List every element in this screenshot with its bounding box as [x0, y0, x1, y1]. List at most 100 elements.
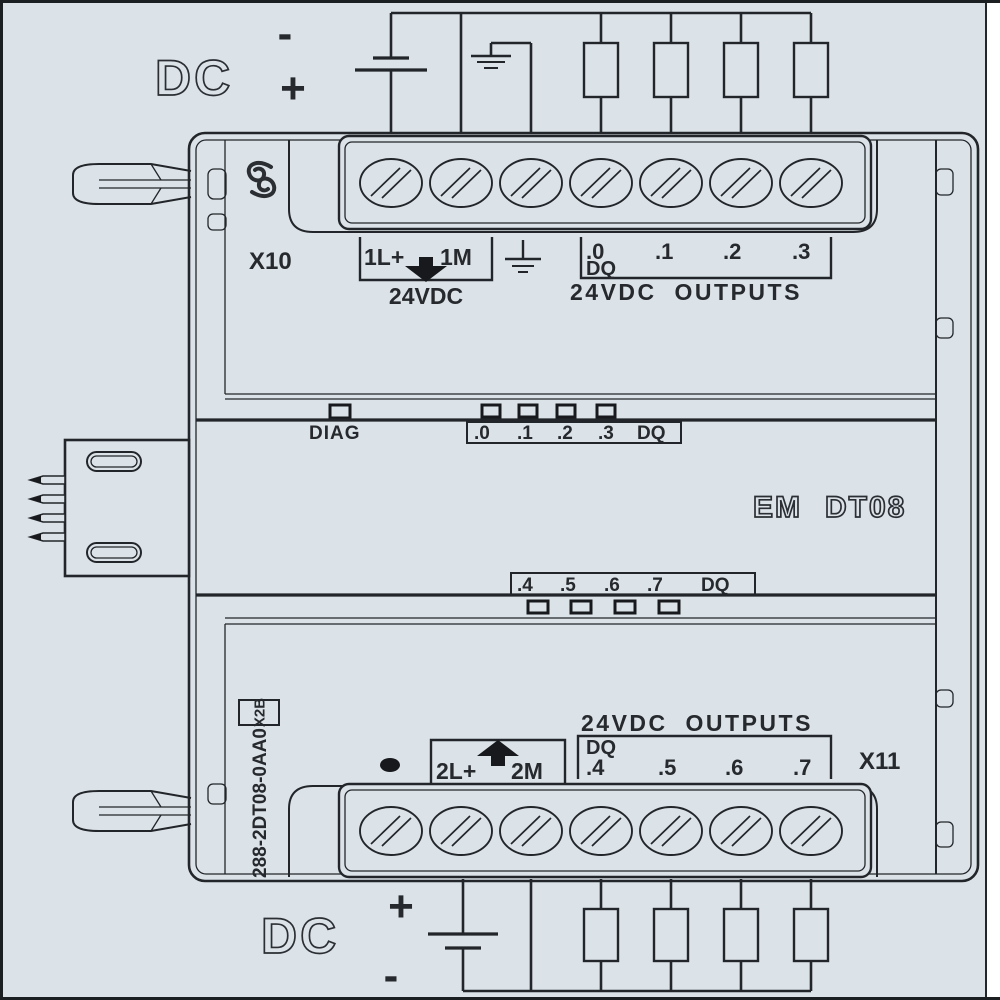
upper-outputs-caption: 24VDC OUTPUTS	[570, 279, 802, 305]
upper-led-box-t2: .2	[557, 423, 573, 444]
lower-dq-group-label: DQ	[586, 737, 616, 759]
lower-led-box-t5: .5	[560, 575, 576, 596]
led-dq2	[555, 403, 577, 419]
load-resistor-dq2	[722, 13, 760, 140]
upper-led-box: .0 .1 .2 .3 DQ	[466, 421, 682, 444]
connector-pin-3	[29, 513, 66, 523]
connector-pin-4	[29, 532, 66, 542]
terminal-label-dq5: .5	[658, 755, 676, 780]
right-tab-2	[935, 317, 954, 339]
upper-power-bracket: 1L+ 1M	[358, 237, 494, 282]
led-dq6	[613, 599, 637, 615]
model-prefix-label: EM	[753, 491, 802, 524]
lower-led-box-group: DQ	[701, 575, 730, 596]
terminal-label-dq2: .2	[723, 239, 741, 264]
led-dq3	[595, 403, 617, 419]
led-dq1	[517, 403, 539, 419]
battery-icon	[355, 56, 427, 72]
terminal-label-2lplus: 2L+	[436, 758, 476, 784]
cert-mark-label: X2B	[252, 698, 269, 727]
upper-led-band	[328, 403, 617, 420]
bottom-dc-label: DC	[261, 908, 339, 964]
bottom-minus-sign: -	[384, 951, 399, 1000]
left-edge-notch-2	[207, 213, 227, 231]
lower-led-box-t4: .4	[517, 575, 533, 596]
port-x10-label: X10	[249, 248, 292, 275]
battery-icon-bottom	[428, 932, 498, 950]
screw-terminal-1m	[429, 158, 493, 208]
load-resistor-dq0	[582, 13, 620, 140]
arrow-down-icon	[405, 257, 447, 282]
right-tab-4	[935, 821, 954, 848]
diag-label: DIAG	[309, 423, 361, 444]
upper-supply-caption: 24VDC	[389, 283, 463, 309]
screw-terminal-dq0	[569, 158, 633, 208]
load-resistor-dq6	[722, 879, 760, 991]
lower-dq-bracket: DQ .4 .5 .6 .7	[576, 734, 833, 780]
terminal-label-dq1: .1	[655, 239, 673, 264]
left-edge-notch-1	[207, 168, 227, 200]
lower-led-box: .4 .5 .6 .7 DQ	[510, 572, 756, 596]
lower-led-box-t6: .6	[604, 575, 620, 596]
left-edge-notch-3	[207, 783, 227, 805]
terminal-label-dq3: .3	[792, 239, 810, 264]
upper-led-box-t1: .1	[517, 423, 533, 444]
screw-terminal-1lplus	[359, 158, 423, 208]
ground-icon	[471, 43, 511, 69]
terminal-label-1lplus: 1L+	[364, 244, 404, 270]
right-tab-1	[935, 168, 954, 196]
din-clip-top	[72, 163, 192, 205]
led-dq5	[569, 599, 593, 615]
top-terminal-strip	[337, 134, 873, 231]
page-right-margin	[985, 3, 1000, 997]
connector-pin-2	[29, 494, 66, 504]
screw-terminal-dq4	[569, 806, 633, 856]
earth-symbol-icon	[505, 240, 541, 273]
load-resistor-dq3	[792, 13, 830, 140]
upper-led-box-t3: .3	[598, 423, 614, 444]
load-resistor-dq4	[582, 879, 620, 991]
screw-terminal-nc	[359, 806, 423, 856]
screw-terminal-dq5	[639, 806, 703, 856]
screw-terminal-dq1	[639, 158, 703, 208]
led-dq4	[526, 599, 550, 615]
screw-terminal-2m	[499, 806, 563, 856]
led-dq7	[657, 599, 681, 615]
upper-led-box-group: DQ	[637, 423, 666, 444]
screw-terminal-dq6	[709, 806, 773, 856]
load-resistor-dq1	[652, 13, 690, 140]
port-x11-label: X11	[859, 748, 900, 775]
model-name-label: DT08	[825, 491, 906, 524]
siemens-logo-icon	[246, 161, 277, 198]
screw-terminal-earth	[499, 158, 563, 208]
lower-led-box-t7: .7	[647, 575, 663, 596]
diag-led-indicator	[328, 403, 352, 420]
top-terminal-cover	[288, 140, 878, 233]
lower-power-bracket: 2L+ 2M	[429, 738, 567, 784]
top-dc-label: DC	[155, 50, 233, 106]
lower-led-band	[526, 599, 681, 615]
terminal-label-dq0: .0	[586, 239, 604, 264]
connector-pin-1	[29, 475, 66, 485]
bus-connector	[29, 438, 191, 578]
module-body: X10 1L+ 1M 24VDC .0 .1 .2	[29, 131, 980, 883]
led-dq0	[480, 403, 502, 419]
no-connection-dot	[380, 758, 400, 772]
terminal-label-dq7: .7	[793, 755, 811, 780]
arrow-up-icon	[477, 740, 519, 766]
bottom-supply-circuit: DC + -	[260, 879, 830, 1000]
bottom-plus-sign: +	[388, 882, 414, 931]
lower-outputs-caption: 24VDC OUTPUTS	[581, 710, 813, 736]
top-plus-sign: +	[280, 64, 306, 113]
upper-dq-group-label: DQ	[586, 258, 616, 280]
din-clip-bottom	[72, 790, 192, 832]
load-resistor-dq5	[652, 879, 690, 991]
screw-terminal-dq2	[709, 158, 773, 208]
load-resistor-dq7	[792, 879, 830, 991]
em-dt08-wiring-diagram: DC - +	[29, 9, 980, 1000]
upper-led-box-t0: .0	[474, 423, 490, 444]
terminal-label-dq4: .4	[586, 755, 605, 780]
terminal-label-dq6: .6	[725, 755, 743, 780]
bottom-terminal-strip	[337, 782, 873, 879]
